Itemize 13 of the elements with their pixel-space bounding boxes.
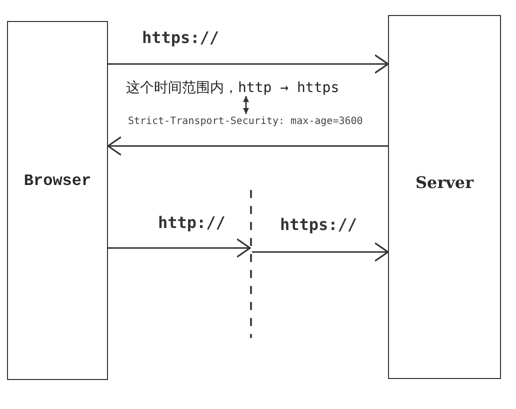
header-text: Strict-Transport-Security: max-age=3600: [128, 114, 363, 130]
arrow: [107, 136, 388, 156]
participant-box: Browser: [7, 21, 108, 380]
arrow: [108, 54, 389, 74]
dashed-line: [250, 190, 252, 338]
participant-box: Server: [388, 15, 501, 379]
arrow: [108, 238, 251, 258]
edge-label: http://: [158, 214, 226, 232]
arrow: [252, 242, 389, 262]
edge-label: https://: [280, 216, 358, 234]
arrow: [243, 96, 249, 114]
note-text: 这个时间范围内，http → https: [126, 80, 340, 96]
edge-label: https://: [142, 29, 220, 47]
